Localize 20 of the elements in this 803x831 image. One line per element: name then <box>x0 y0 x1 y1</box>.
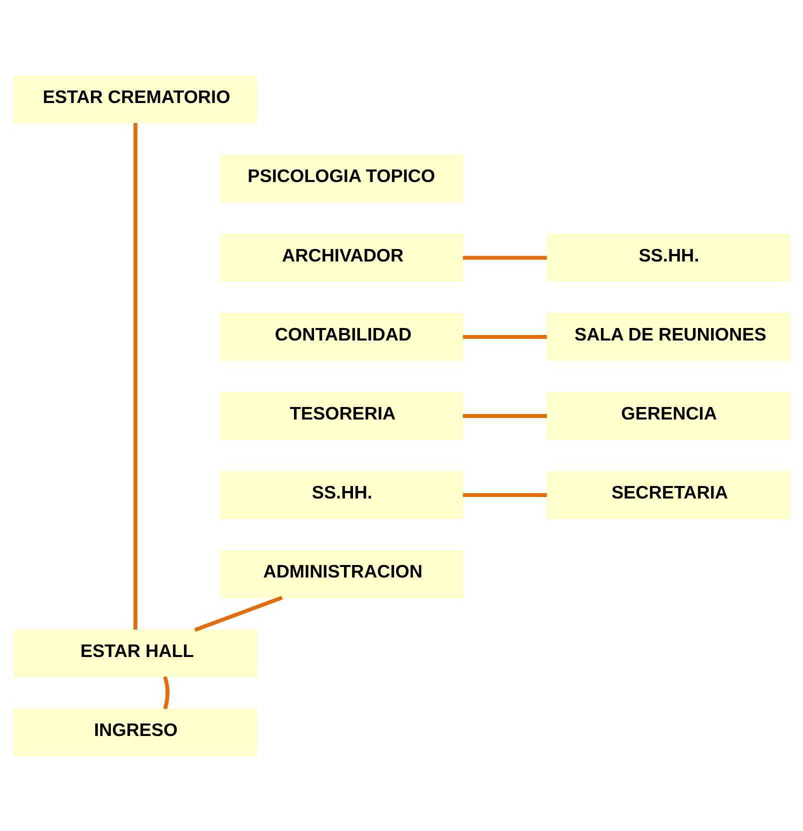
connector <box>462 255 546 260</box>
connector <box>462 414 546 418</box>
node-box: TESORERIA <box>219 392 464 440</box>
node-box: PSICOLOGIA TOPICO <box>219 154 464 202</box>
node-box: GERENCIA <box>546 392 790 440</box>
connector <box>194 595 282 632</box>
connector <box>162 676 170 709</box>
node-box: SS.HH. <box>219 470 464 519</box>
connector <box>462 334 546 338</box>
node-box: SECRETARIA <box>546 470 790 519</box>
node-box: ESTAR CREMATORIO <box>13 75 257 124</box>
connector <box>133 122 137 630</box>
node-box: SALA DE REUNIONES <box>546 312 790 360</box>
node-box: CONTABILIDAD <box>219 312 464 360</box>
node-box: ADMINISTRACION <box>219 550 464 598</box>
connector <box>462 492 546 497</box>
node-box: SS.HH. <box>546 233 790 282</box>
node-box: INGRESO <box>13 708 257 756</box>
node-box: ARCHIVADOR <box>219 233 464 282</box>
node-box: ESTAR HALL <box>13 628 257 677</box>
